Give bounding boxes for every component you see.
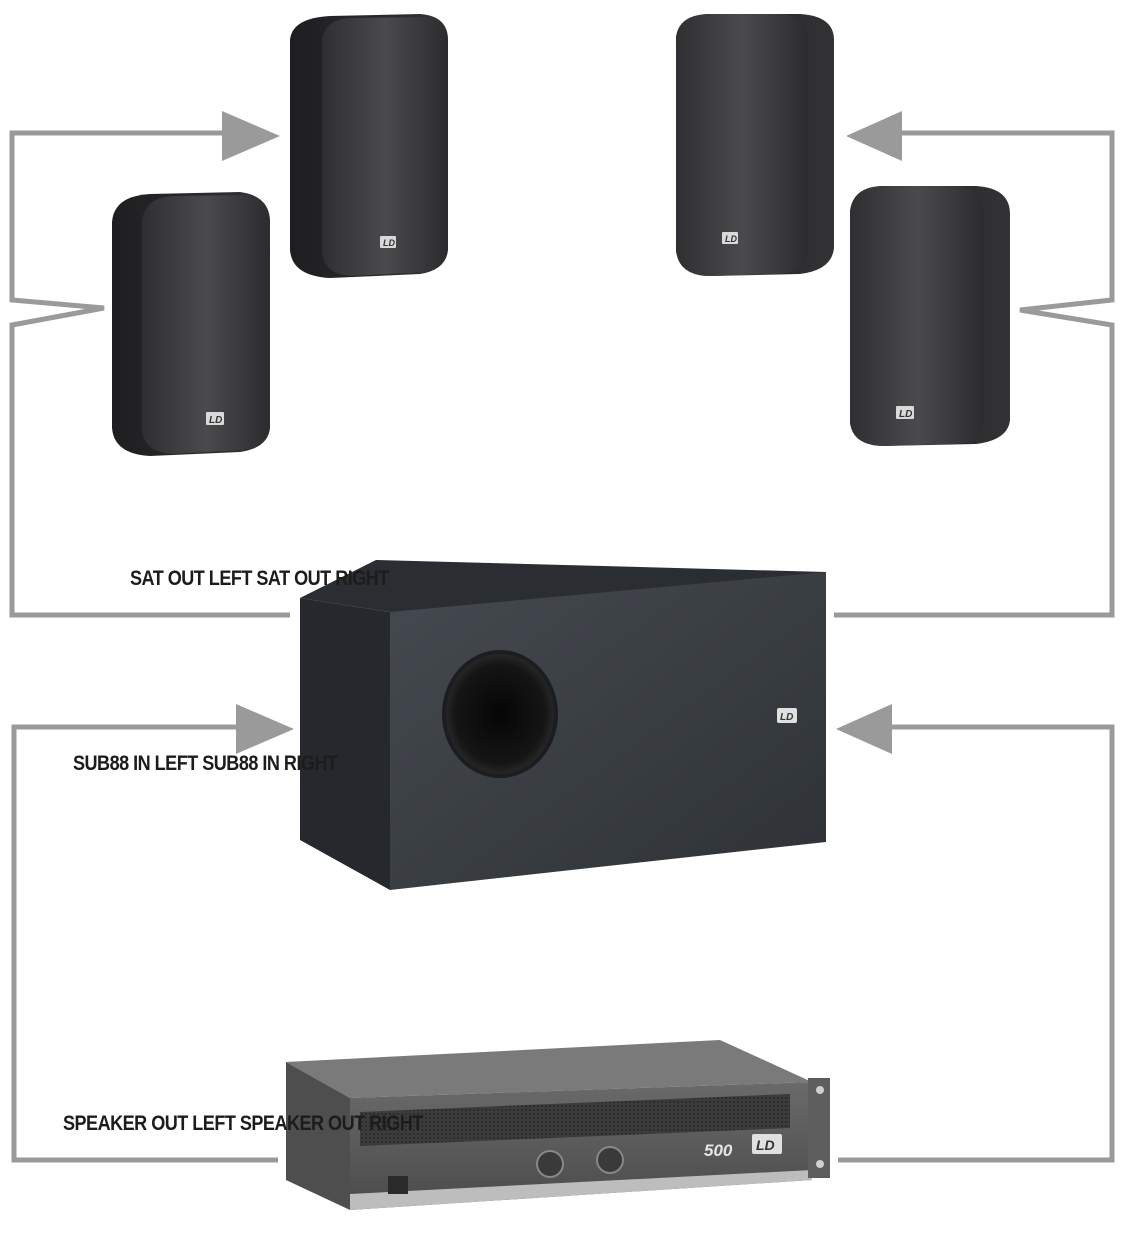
subwoofer-sub88: LD [300,560,826,890]
wire-speaker-right [838,724,1115,1163]
brand-logo-icon: LD [780,712,793,723]
speaker-left: LD [112,192,270,456]
speaker-top-left: LD [290,14,448,278]
brand-logo-icon: LD [209,415,222,426]
volume-knob-left-icon [536,1150,564,1178]
speaker-right: LD [850,186,1010,446]
amp-model-badge: 500 [704,1141,733,1160]
arrow-sat-right [846,111,902,161]
wire-speaker-left [11,724,278,1163]
arrow-sub-right [836,704,892,754]
label-sat-out: SAT OUT LEFT SAT OUT RIGHT [130,567,389,590]
power-amplifier: 500 LD [286,1040,830,1210]
power-switch-icon [388,1176,408,1194]
brand-logo-icon: LD [383,238,395,248]
brand-logo-icon: LD [756,1137,775,1153]
speaker-top-right: LD [676,14,834,276]
wire-sat-right [834,130,1115,618]
brand-logo-icon: LD [899,409,912,420]
label-speaker-out: SPEAKER OUT LEFT SPEAKER OUT RIGHT [63,1112,423,1135]
brand-logo-icon: LD [725,234,737,244]
label-sub88-in: SUB88 IN LEFT SUB88 IN RIGHT [73,752,338,775]
arrow-sat-left [222,111,280,161]
wire-sat-left [9,130,290,618]
volume-knob-right-icon [596,1146,624,1174]
arrow-sub-left [236,704,294,754]
